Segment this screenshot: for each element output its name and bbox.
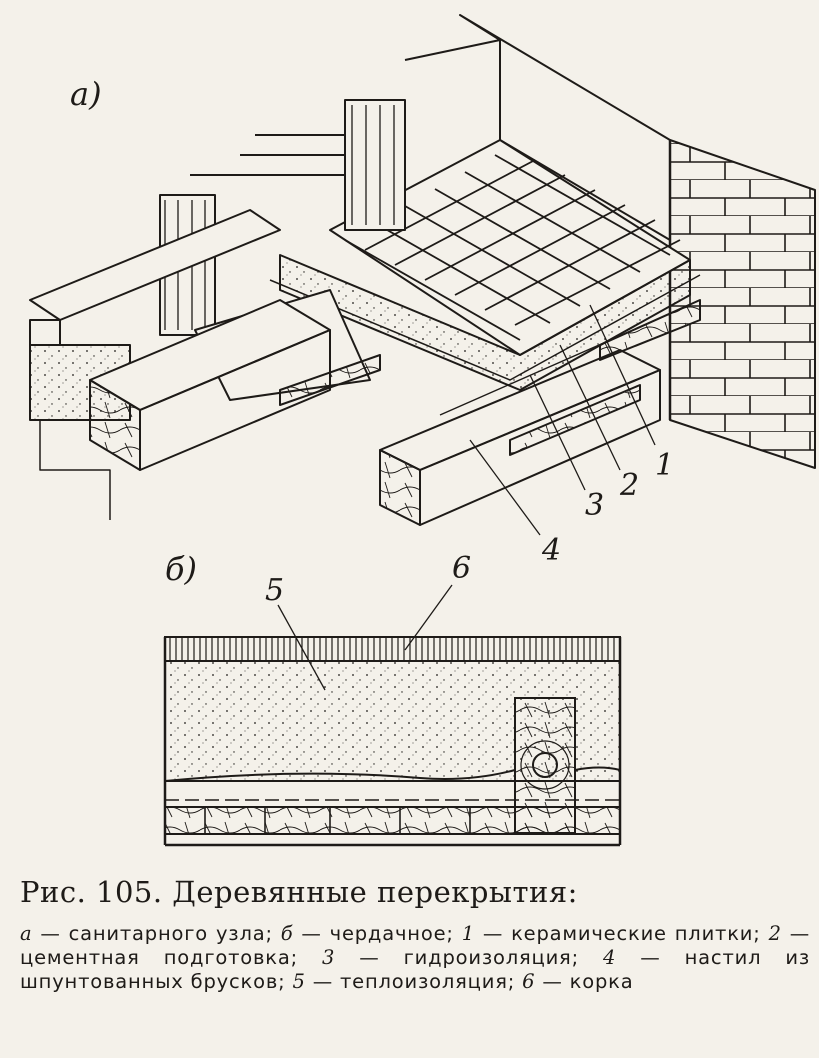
- part-a-label: а): [70, 75, 102, 113]
- legend-item-4: 4 — настил из шпунтованных брусков;: [20, 946, 811, 993]
- floor-construction-drawing: а) 1 2 3 4 б) 5 6: [29, 14, 816, 847]
- callout-3: 3: [585, 488, 604, 523]
- legend-item-b: б — чердачное;: [280, 922, 454, 945]
- callout-6: 6: [452, 551, 471, 586]
- part-b-drawing: [163, 584, 622, 847]
- callout-5: 5: [265, 573, 284, 608]
- plank-deck: [164, 806, 621, 835]
- legend-item-3: 3 — гидроизоляция;: [322, 946, 579, 969]
- callout-1: 1: [655, 448, 674, 483]
- post-back: [344, 99, 406, 231]
- crust-layer: [164, 636, 621, 662]
- figure-legend: а — санитарного узла; б — чердачное; 1 —…: [20, 922, 810, 994]
- part-a-drawing: [29, 14, 816, 536]
- legend-item-1: 1 — керамические плитки;: [461, 922, 761, 945]
- part-b-label: б): [165, 550, 197, 588]
- figure-caption-title: Рис. 105. Деревянные перекрытия:: [20, 875, 578, 909]
- legend-item-5: 5 — теплоизоляция;: [292, 970, 516, 993]
- legend-item-6: 6 — корка: [522, 970, 634, 993]
- ceramic-tiles: [344, 154, 681, 341]
- legend-item-a: а — санитарного узла;: [20, 922, 273, 945]
- callout-4: 4: [541, 533, 561, 568]
- legend-item-2: 2 — цементная подготовка;: [20, 922, 811, 969]
- callout-2: 2: [619, 468, 639, 503]
- back-wall: [459, 14, 671, 241]
